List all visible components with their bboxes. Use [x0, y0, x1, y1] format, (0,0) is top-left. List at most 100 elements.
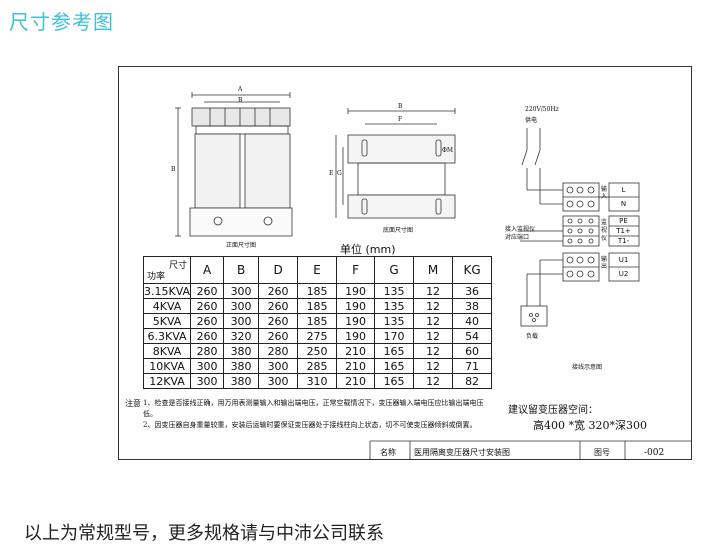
title-block-number-value: -002 — [644, 448, 665, 458]
bottom-view — [335, 108, 456, 219]
power-cell: 5KVA — [142, 313, 192, 329]
terminal-pe: PE — [619, 217, 628, 225]
title-block-number-label: 图号 — [594, 448, 610, 457]
value-cell: 320 — [223, 328, 260, 344]
value-cell: 165 — [374, 343, 415, 359]
value-cell: 280 — [190, 343, 225, 359]
front-dim-a: A — [238, 86, 243, 93]
value-cell: 12 — [413, 343, 454, 359]
footer-text: 以上为常规型号，更多规格请与中沛公司联系 — [24, 523, 384, 544]
monitor-label-2: 对应端口 — [505, 234, 530, 241]
value-cell: 260 — [258, 313, 299, 329]
wiring-diagram — [520, 128, 640, 327]
value-cell: 12 — [413, 283, 454, 299]
value-cell: 36 — [452, 283, 493, 299]
front-view-caption: 正面尺寸图 — [226, 242, 257, 249]
col-header: F — [336, 256, 376, 284]
output-label: 输出 — [601, 256, 608, 270]
drawing-frame — [118, 66, 692, 460]
value-cell: 210 — [336, 343, 376, 359]
value-cell: 40 — [452, 313, 493, 329]
value-cell: 275 — [297, 328, 338, 344]
value-cell: 300 — [223, 283, 260, 299]
value-cell: 12 — [413, 358, 454, 374]
wiring-caption: 接线示意图 — [572, 364, 603, 371]
bottom-dim-b: B — [398, 103, 403, 110]
notes-label: 注意 — [125, 399, 141, 408]
value-cell: 135 — [374, 313, 415, 329]
value-cell: 300 — [258, 358, 299, 374]
value-cell: 380 — [223, 373, 260, 389]
value-cell: 38 — [452, 298, 493, 314]
front-dim-b-top: B — [238, 97, 243, 104]
col-header: M — [413, 256, 454, 284]
col-header: A — [190, 256, 225, 284]
value-cell: 71 — [452, 358, 493, 374]
bottom-dim-e: E — [329, 170, 334, 177]
bottom-dim-g: G — [337, 170, 342, 177]
power-cell: 6.3KVA — [142, 328, 192, 344]
space-value: 高400 *宽 320*深300 — [533, 419, 647, 432]
value-cell: 280 — [258, 343, 299, 359]
value-cell: 190 — [336, 313, 376, 329]
value-cell: 300 — [223, 298, 260, 314]
terminal-t1-plus: T1+ — [616, 227, 631, 235]
bottom-view-caption: 底面尺寸图 — [383, 227, 414, 234]
monitor-terminal-label: 监视仪 — [601, 219, 608, 242]
value-cell: 380 — [223, 358, 260, 374]
value-cell: 260 — [190, 313, 225, 329]
value-cell: 185 — [297, 298, 338, 314]
value-cell: 54 — [452, 328, 493, 344]
value-cell: 135 — [374, 298, 415, 314]
value-cell: 260 — [190, 298, 225, 314]
value-cell: 60 — [452, 343, 493, 359]
value-cell: 260 — [258, 283, 299, 299]
value-cell: 12 — [413, 328, 454, 344]
value-cell: 300 — [190, 373, 225, 389]
page-title: 尺寸参考图 — [9, 10, 114, 34]
value-cell: 12 — [413, 373, 454, 389]
value-cell: 260 — [258, 298, 299, 314]
corner-top: 尺寸 — [169, 261, 188, 271]
value-cell: 12 — [413, 313, 454, 329]
power-cell: 10KVA — [142, 358, 192, 374]
bottom-dim-f: F — [398, 116, 403, 123]
value-cell: 185 — [297, 283, 338, 299]
terminal-u1: U1 — [618, 256, 629, 264]
supply-voltage: 220V/50Hz — [525, 106, 559, 113]
value-cell: 300 — [190, 358, 225, 374]
value-cell: 190 — [336, 283, 376, 299]
notes: 注意 1、检查是否接线正确，用万用表测量输入和输出端电压，正常空载情况下，变压器… — [125, 398, 485, 431]
value-cell: 250 — [297, 343, 338, 359]
terminal-n: N — [620, 200, 627, 208]
terminal-l: L — [621, 186, 626, 194]
value-cell: 380 — [223, 343, 260, 359]
power-cell: 12KVA — [142, 373, 192, 389]
title-block — [369, 440, 692, 460]
value-cell: 260 — [190, 328, 225, 344]
value-cell: 300 — [258, 373, 299, 389]
title-block-name-label: 名称 — [380, 448, 396, 457]
col-header: G — [374, 256, 415, 284]
space-title: 建议留变压器空间： — [508, 405, 598, 416]
value-cell: 12 — [413, 298, 454, 314]
value-cell: 82 — [452, 373, 493, 389]
value-cell: 210 — [336, 358, 376, 374]
col-header: KG — [452, 256, 493, 284]
note-item: 1、检查是否接线正确，用万用表测量输入和输出端电压，正常空载情况下，变压器输入端… — [143, 399, 484, 418]
value-cell: 170 — [374, 328, 415, 344]
value-cell: 190 — [336, 328, 376, 344]
value-cell: 260 — [190, 283, 225, 299]
col-header: D — [258, 256, 299, 284]
value-cell: 285 — [297, 358, 338, 374]
value-cell: 165 — [374, 373, 415, 389]
note-item: 2、因变压器自身重量较重，安装后运输时要保证变压器处于接线柱向上状态，切不可使变… — [143, 421, 477, 429]
corner-bottom: 功率 — [147, 272, 166, 282]
